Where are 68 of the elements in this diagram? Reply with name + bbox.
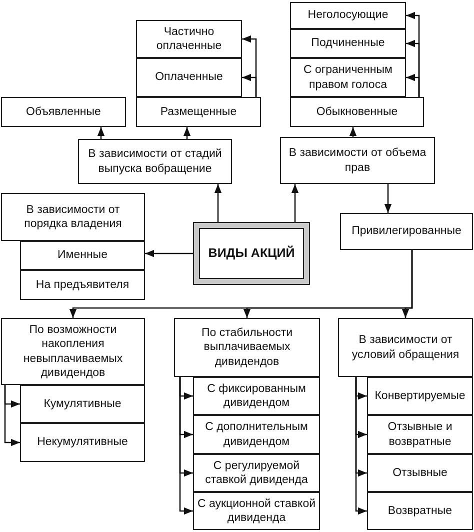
process-box xyxy=(174,318,320,377)
process-box xyxy=(367,415,473,454)
box-label: Отзывные xyxy=(392,466,448,480)
box-label: По стабильности выплачиваемых дивидендов xyxy=(200,326,294,370)
arrow xyxy=(406,74,420,97)
arrow xyxy=(402,250,413,318)
process-box xyxy=(193,415,320,454)
process-box xyxy=(290,2,406,29)
arrow xyxy=(4,385,20,446)
process-box xyxy=(20,423,145,462)
box-label: Некумулятивные xyxy=(37,435,128,450)
central-frame xyxy=(193,222,310,285)
box-label: В зависимости от объема прав xyxy=(288,146,428,175)
arrow xyxy=(179,377,193,515)
box-label: Оплаченные xyxy=(155,70,223,85)
box-label: С регулируемой ставкой дивиденда xyxy=(204,458,309,488)
box-label: ВИДЫ АКЦИЙ xyxy=(199,228,304,279)
box-label: Именные xyxy=(58,248,108,263)
process-box xyxy=(20,270,145,300)
process-box xyxy=(136,58,242,97)
process-box xyxy=(290,29,406,58)
process-box xyxy=(367,454,473,492)
process-box xyxy=(20,385,145,423)
process-box xyxy=(290,97,424,127)
box-label: В зависимости от стадий выпуска вобращение xyxy=(87,147,223,176)
process-box xyxy=(1,97,126,127)
arrow xyxy=(291,184,299,222)
box-label: На предъявителя xyxy=(36,278,130,292)
process-box xyxy=(367,492,473,530)
box-label: С фиксированным дивидендом xyxy=(206,382,307,410)
process-box xyxy=(20,241,145,270)
box-label: Кумулятивные xyxy=(44,396,122,412)
box-label: С аукционной ставкой дивиденда xyxy=(197,496,316,526)
box-label: С ограниченным правом голоса xyxy=(302,63,394,92)
box-label: Отзывные и возвратные xyxy=(386,420,454,449)
process-box xyxy=(290,58,406,97)
arrow xyxy=(145,250,193,258)
process-box xyxy=(136,20,242,58)
arrow xyxy=(384,184,392,213)
arrow xyxy=(214,184,222,222)
arrow xyxy=(183,127,191,139)
process-box xyxy=(1,193,145,241)
box-label: В зависимости от условий обращения xyxy=(350,333,460,362)
box-label: Подчиненные xyxy=(311,36,385,51)
box-label: Объявленные xyxy=(26,104,101,120)
box-label: С дополнительным дивидендом xyxy=(204,420,309,449)
box-label: Возвратные xyxy=(388,504,452,518)
process-box xyxy=(340,213,473,250)
process-box xyxy=(1,318,145,385)
process-box xyxy=(193,377,320,415)
box-label: Неголосующие xyxy=(308,8,388,23)
process-box xyxy=(338,318,473,377)
process-box xyxy=(193,454,320,492)
box-label: Привилегированные xyxy=(352,224,462,239)
box-label: Частично оплаченные xyxy=(155,24,223,54)
box-label: Конвертируемые xyxy=(374,388,466,404)
box-label: Обыкновенные xyxy=(316,104,398,120)
box-label: В зависимости от порядка владения xyxy=(23,202,123,232)
box-label: Размещенные xyxy=(160,104,237,120)
process-box xyxy=(78,139,232,184)
arrow xyxy=(355,377,367,515)
arrow xyxy=(242,74,257,97)
box-label: По возможности накопления невыплачиваемых дивидендов xyxy=(22,322,124,380)
arrow xyxy=(97,127,105,139)
process-box xyxy=(280,137,435,184)
process-box xyxy=(136,97,261,127)
arrow xyxy=(349,127,357,137)
process-box xyxy=(367,377,473,415)
